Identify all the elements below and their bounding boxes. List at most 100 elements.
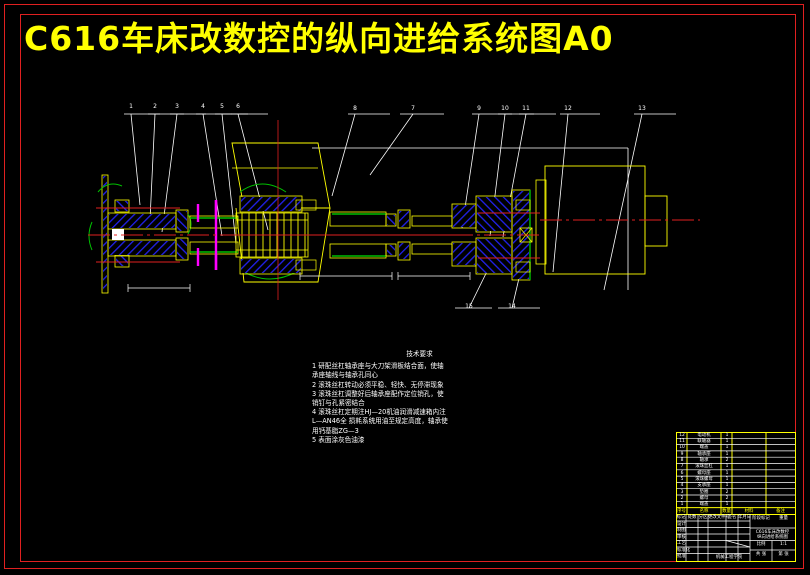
tech-req-line: 承座轴线与轴承孔同心 — [312, 371, 378, 380]
parts-row-no: 7 — [680, 464, 684, 470]
parts-row-name: 端盖 — [699, 502, 709, 508]
sheet-outer-border — [4, 4, 804, 569]
tech-req-line: 5 表面涂灰色油漆 — [312, 435, 365, 444]
parts-row-no: 5 — [680, 476, 684, 482]
parts-row-name: 滚珠螺母 — [695, 476, 713, 482]
parts-header-material: 材料 — [744, 509, 754, 515]
tb-drawing-name: C616车床改数控 — [755, 530, 790, 535]
parts-row-name: 支承座 — [697, 483, 711, 489]
parts-row-qty: 1 — [725, 439, 729, 445]
dimension-lines — [127, 272, 471, 292]
tb-field-approve: 批准 — [677, 554, 686, 560]
balloon-14: 14 — [508, 303, 516, 310]
tb-col-count: 处数 — [687, 515, 697, 521]
tb-col-zone: 分区 — [698, 515, 708, 521]
parts-row-no: 4 — [680, 483, 684, 489]
tb-stage-label: 阶段标记 — [752, 516, 770, 521]
tb-col-docno: 更改文件号 — [708, 515, 730, 521]
tech-req-line: L—AN46全 损耗系统用油至规定高度，轴承使 — [312, 417, 448, 426]
tech-req-line: 销钉与孔紧密结合 — [312, 399, 365, 408]
sheet-inner-border — [20, 14, 796, 562]
parts-row-qty: 2 — [725, 495, 729, 501]
tb-field-design: 设计 — [677, 521, 686, 527]
parts-header-note: 备注 — [776, 509, 785, 515]
tb-col-sign: 签名 — [727, 515, 737, 521]
technical-requirements: 技术要求 1 研配丝杠轴承座与大刀架滑板结合面，使轴 承座轴线与轴承孔同心 2 … — [312, 350, 527, 445]
parts-row-qty: 1 — [725, 476, 729, 482]
tb-scale-value: 1:1 — [779, 542, 788, 547]
parts-row-name: 垫圈 — [699, 489, 709, 495]
balloon-6: 6 — [236, 103, 240, 110]
screw-shaft-right — [329, 203, 477, 267]
title-block-grid — [676, 432, 796, 562]
balloon-2: 2 — [153, 103, 157, 110]
section-markers — [196, 200, 218, 270]
parts-row-name: 滚珠丝杠 — [695, 464, 713, 470]
parts-row-no: 8 — [680, 458, 684, 463]
tech-req-line: 3 滚珠丝杠调整好后轴承座配作定位销孔，使 — [312, 389, 444, 398]
parts-row-no: 10 — [679, 445, 685, 451]
tech-req-heading: 技术要求 — [406, 350, 433, 358]
tb-col-date: 年月日 — [738, 515, 752, 521]
balloon-15: 15 — [465, 303, 473, 310]
tech-req-line: 用钙基脂ZG—3 — [312, 426, 359, 435]
balloon-11: 11 — [522, 105, 530, 112]
balloon-1: 1 — [129, 103, 133, 110]
parts-row-no: 1 — [680, 502, 684, 508]
page-title: C616车床改数控的纵向进给系统图A0 — [24, 19, 614, 58]
tb-field-draw: 制图 — [677, 528, 686, 534]
parts-row-name: 轴承 — [699, 458, 709, 463]
tb-field-check: 审核 — [677, 534, 686, 540]
parts-row-name: 螺母座 — [697, 470, 711, 476]
parts-row-no: 11 — [679, 439, 685, 445]
tb-col-mark: 标记 — [676, 515, 686, 521]
balloon-8: 8 — [353, 105, 357, 112]
parts-header-qty: 数量 — [722, 509, 731, 515]
balloon-9: 9 — [477, 105, 481, 112]
tb-field-process: 工艺 — [677, 541, 686, 547]
parts-row-no: 3 — [680, 489, 684, 495]
tb-drawing-name2: 纵向进给系统图 — [757, 535, 788, 540]
parts-row-qty: 2 — [725, 489, 729, 495]
parts-row-qty: 1 — [725, 470, 729, 476]
parts-row-name: 端盖 — [699, 445, 709, 451]
balloon-7: 7 — [411, 105, 415, 112]
title-block: 12 电动机 1 11 联轴器 1 10 端盖 1 9 轴承座 1 8 轴承 2… — [676, 432, 796, 562]
parts-row-name: 电动机 — [697, 432, 711, 438]
tb-organization: 机械工程学院 — [715, 555, 743, 560]
left-bearing-support — [88, 174, 192, 294]
parts-row-qty: 1 — [725, 432, 729, 438]
parts-row-no: 12 — [679, 432, 685, 438]
parts-row-qty: 1 — [725, 451, 729, 457]
tb-sheet-count: 共 张 — [755, 551, 767, 557]
balloon-5: 5 — [220, 103, 224, 110]
parts-row-no: 6 — [680, 470, 684, 476]
tech-req-line: 1 研配丝杠轴承座与大刀架滑板结合面，使轴 — [312, 362, 444, 371]
parts-row-qty: 1 — [725, 502, 729, 508]
parts-row-name: 轴承座 — [697, 451, 711, 457]
balloon-13: 13 — [638, 105, 646, 112]
tb-sheet-index: 第 张 — [778, 551, 789, 557]
parts-row-name: 螺母 — [699, 495, 709, 501]
balloon-12: 12 — [564, 105, 572, 112]
centerline — [88, 207, 700, 263]
balloon-10: 10 — [501, 105, 509, 112]
balloon-4: 4 — [201, 103, 205, 110]
parts-row-name: 联轴器 — [697, 439, 711, 445]
parts-row-no: 2 — [680, 495, 684, 501]
tb-weight-label: 重量 — [779, 516, 788, 521]
parts-row-qty: 1 — [725, 464, 729, 470]
tech-req-line: 2 滚珠丝杠转动必须平稳、轻快、无停滞现象 — [312, 380, 444, 389]
balloon-3: 3 — [175, 103, 179, 110]
parts-header-no: 序号 — [677, 509, 686, 515]
parts-row-qty: 1 — [725, 445, 729, 451]
parts-header-name: 名称 — [699, 509, 709, 515]
parts-row-qty: 2 — [725, 458, 729, 463]
tb-scale-label: 比例 — [756, 542, 766, 547]
parts-row-no: 9 — [680, 451, 684, 457]
tb-field-standard: 标准化 — [677, 547, 691, 553]
tech-req-line: 4 滚珠丝杠定期注HJ—20机油润滑减速箱内注 — [312, 408, 446, 417]
